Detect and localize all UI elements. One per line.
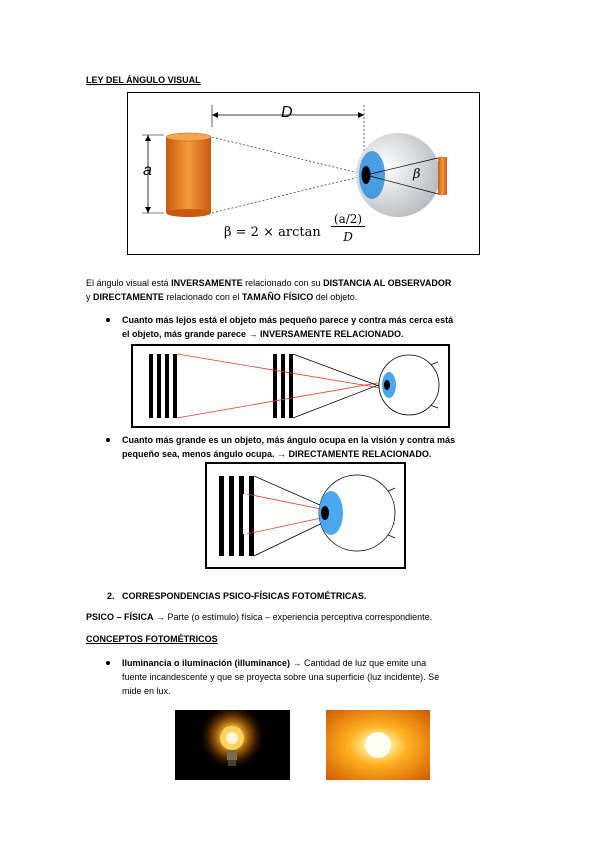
label-a: a xyxy=(143,162,152,179)
bullet2-line2: pequeño sea, menos ángulo ocupa. → DIREC… xyxy=(122,449,432,459)
intro-text: relacionado con su xyxy=(242,278,324,288)
intro-line-1: El ángulo visual está INVERSAMENTE relac… xyxy=(86,276,451,290)
heading-angulo-visual: LEY DEL ÁNGULO VISUAL xyxy=(86,75,201,85)
intro-text: El ángulo visual está xyxy=(86,278,172,288)
bullet2-line1: Cuanto más grande es un objeto, más ángu… xyxy=(122,435,456,445)
intro-text: y xyxy=(86,292,94,302)
illuminance-def: Cantidad de luz que emite una xyxy=(304,658,427,668)
section2-number: 2. xyxy=(107,591,115,601)
intro-text: relacionado con el xyxy=(163,292,242,302)
label-beta: β xyxy=(413,167,421,182)
bullet3-line3: mide en lux. xyxy=(122,686,171,696)
light-bulb-image xyxy=(175,710,290,780)
bullet1-line1: Cuanto más lejos está el objeto más pequ… xyxy=(122,315,454,325)
psico-def: Parte (o estímulo) física – experiencia … xyxy=(167,612,433,622)
figure-distance-comparison xyxy=(131,344,450,428)
arrow: → xyxy=(153,612,168,622)
bullet3-line1: Iluminancia o iluminación (illuminance) … xyxy=(122,656,426,670)
heading-conceptos-fotometricos: CONCEPTOS FOTOMÉTRICOS xyxy=(86,634,218,644)
bullet-dot xyxy=(106,438,110,442)
figure-visual-angle xyxy=(127,92,480,255)
psico-term: PSICO – FÍSICA xyxy=(86,612,154,622)
arrow: → xyxy=(290,658,305,668)
formula: β = 2 × arctan xyxy=(224,225,321,240)
bullet-dot xyxy=(106,661,110,665)
bullet-dot xyxy=(106,318,110,322)
intro-bold: DISTANCIA AL OBSERVADOR xyxy=(323,278,452,288)
intro-text: del objeto. xyxy=(313,292,358,302)
sun-image xyxy=(326,710,430,780)
intro-bold: DIRECTAMENTE xyxy=(93,292,164,302)
intro-line-2: y DIRECTAMENTE relacionado con el TAMAÑO… xyxy=(86,290,357,304)
label-D: D xyxy=(281,104,293,121)
illuminance-term: Iluminancia o iluminación (illuminance) xyxy=(122,658,291,668)
bullet1-line2: el objeto, más grande parece → INVERSAME… xyxy=(122,329,404,339)
formula-numerator: (a/2) xyxy=(331,212,365,227)
psico-fisica-line: PSICO – FÍSICA → Parte (o estímulo) físi… xyxy=(86,610,432,624)
intro-bold: TAMAÑO FÍSICO xyxy=(241,292,314,302)
figure-size-comparison xyxy=(205,462,406,569)
formula-denominator: D xyxy=(343,230,353,244)
intro-bold: INVERSAMENTE xyxy=(171,278,243,288)
section2-title: CORRESPONDENCIAS PSICO-FÍSICAS FOTOMÉTRI… xyxy=(122,591,367,601)
bullet3-line2: fuente incandescente y que se proyecta s… xyxy=(122,672,440,682)
